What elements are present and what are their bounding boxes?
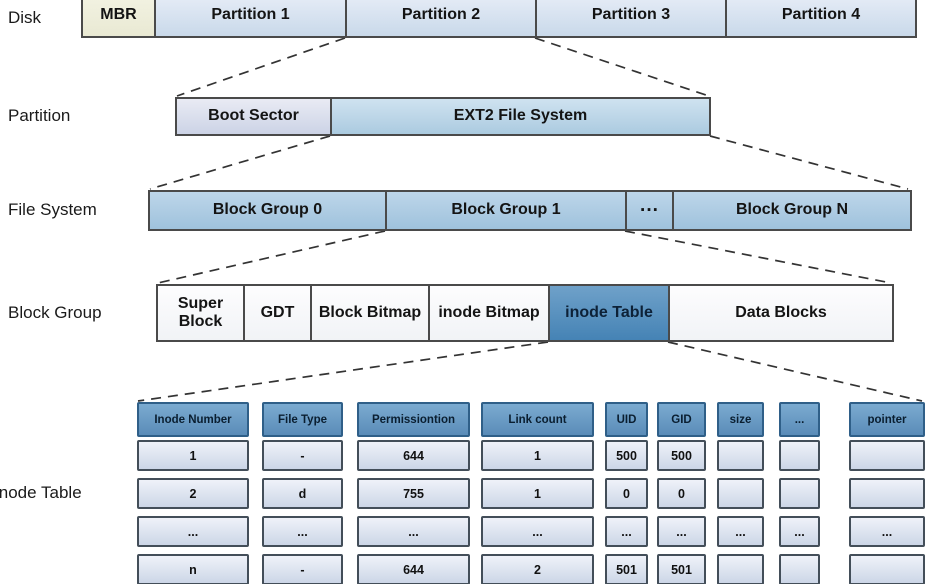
inode-table-cell: 0 [605, 478, 648, 509]
inode-table-cell: 2 [137, 478, 249, 509]
inode-table-cell [779, 478, 820, 509]
inode-table-cell: 1 [481, 478, 594, 509]
filesystem-box-block-group-n: Block Group N [672, 190, 912, 231]
filesystem-box-ellipsis: ··· [625, 190, 674, 231]
inode-table-cell: 0 [657, 478, 706, 509]
inode-table-cell [849, 554, 925, 584]
blockgroup-box-gdt: GDT [243, 284, 312, 342]
inode-table-cell [717, 554, 764, 584]
inode-table-cell: ... [779, 516, 820, 547]
inode-table-cell: 500 [657, 440, 706, 471]
row-label-disk: Disk [8, 8, 42, 27]
inode-table-cell: 501 [605, 554, 648, 584]
filesystem-box-block-group-0: Block Group 0 [148, 190, 387, 231]
inode-table-cell: 644 [357, 440, 470, 471]
connector-line [534, 37, 710, 97]
inode-table-cell: n [137, 554, 249, 584]
connector-line [149, 135, 331, 190]
inode-table-cell: ... [717, 516, 764, 547]
blockgroup-box-inode-bitmap: inode Bitmap [428, 284, 550, 342]
inode-table-cell: - [262, 440, 343, 471]
inode-table-cell [849, 440, 925, 471]
blockgroup-box-super-block: Super Block [156, 284, 245, 342]
inode-table-header-link-count: Link count [481, 402, 594, 437]
disk-box-partition-2: Partition 2 [345, 0, 537, 38]
row-label-partition: Partition [8, 106, 71, 125]
row-label-block-group: Block Group [8, 303, 102, 322]
connector-line [667, 341, 923, 402]
inode-table-cell: 1 [481, 440, 594, 471]
inode-table-header-size: size [717, 402, 764, 437]
inode-table-header-ellipsis: ... [779, 402, 820, 437]
inode-table-cell [849, 478, 925, 509]
blockgroup-box-block-bitmap: Block Bitmap [310, 284, 430, 342]
blockgroup-box-data-blocks: Data Blocks [668, 284, 894, 342]
partition-box-boot-sector: Boot Sector [175, 97, 332, 136]
inode-table-header-permission: Permissiontion [357, 402, 470, 437]
inode-table-cell: 500 [605, 440, 648, 471]
row-label-inode-table: inode Table [0, 483, 82, 502]
disk-box-mbr: MBR [81, 0, 156, 38]
disk-box-partition-1: Partition 1 [154, 0, 347, 38]
inode-table-cell [717, 440, 764, 471]
inode-table-cell: 644 [357, 554, 470, 584]
row-label-file-system: File System [8, 200, 97, 219]
inode-table-header-file-type: File Type [262, 402, 343, 437]
disk-box-partition-3: Partition 3 [535, 0, 727, 38]
inode-table-cell: ... [262, 516, 343, 547]
disk-box-partition-4: Partition 4 [725, 0, 917, 38]
inode-table-cell: ... [657, 516, 706, 547]
connector-line [624, 230, 892, 284]
inode-table-header-gid: GID [657, 402, 706, 437]
inode-table-cell: 1 [137, 440, 249, 471]
inode-table-cell [779, 440, 820, 471]
inode-table-cell: 501 [657, 554, 706, 584]
inode-table-cell: ... [357, 516, 470, 547]
inode-table-cell [717, 478, 764, 509]
inode-table-cell: ... [481, 516, 594, 547]
inode-table-header-pointer: pointer [849, 402, 925, 437]
inode-table-cell: d [262, 478, 343, 509]
inode-table-header-uid: UID [605, 402, 648, 437]
partition-box-ext2: EXT2 File System [330, 97, 711, 136]
blockgroup-box-inode-table: inode Table [548, 284, 670, 342]
inode-table-cell: ... [849, 516, 925, 547]
connector-line [137, 341, 549, 402]
inode-table-cell: 755 [357, 478, 470, 509]
connector-line [176, 37, 346, 97]
inode-table-header-inode-number: Inode Number [137, 402, 249, 437]
connector-line [157, 230, 386, 284]
inode-table-cell: ... [605, 516, 648, 547]
filesystem-box-block-group-1: Block Group 1 [385, 190, 627, 231]
connector-line [709, 135, 909, 190]
inode-table-cell: - [262, 554, 343, 584]
inode-table-cell: 2 [481, 554, 594, 584]
inode-table-cell [779, 554, 820, 584]
inode-table-cell: ... [137, 516, 249, 547]
